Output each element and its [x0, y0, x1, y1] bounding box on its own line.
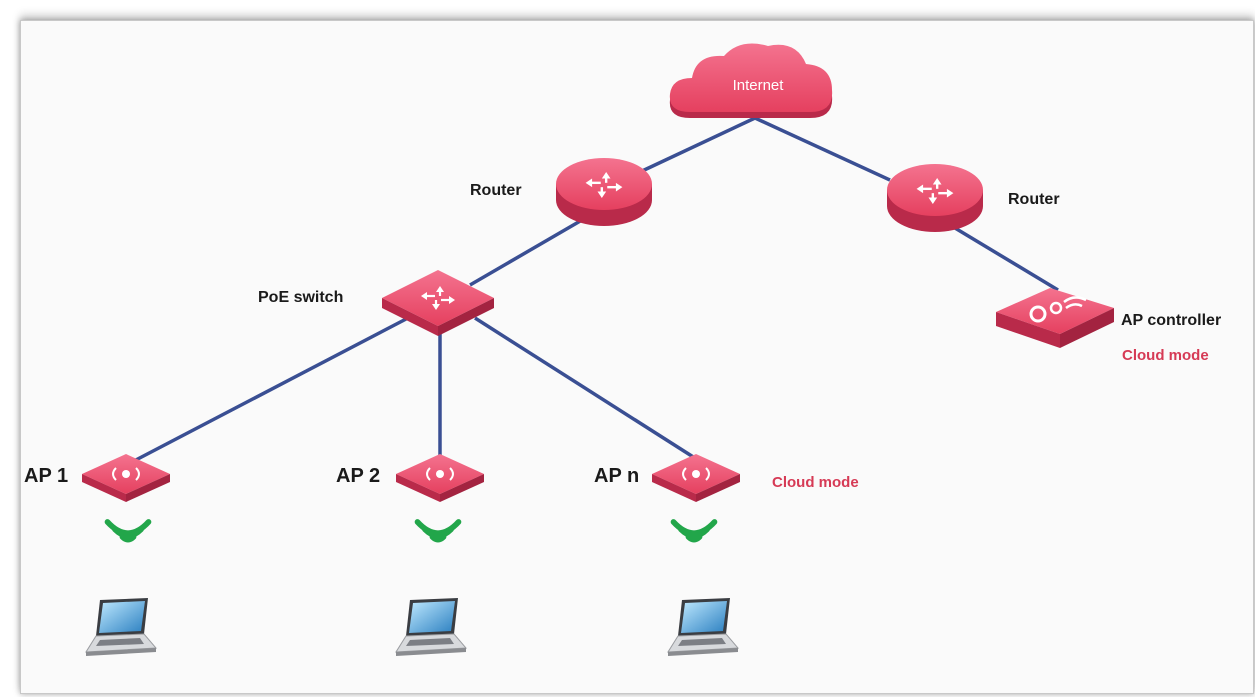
- internet-label: Internet: [733, 77, 785, 94]
- wireless-icon: [1063, 296, 1087, 304]
- link-switch-apn: [474, 316, 699, 462]
- router-left-label: Router: [470, 182, 522, 199]
- router-left: [556, 158, 652, 226]
- ap1-label: AP 1: [24, 465, 68, 487]
- gear-icon: [1029, 305, 1047, 323]
- internet-cloud: Internet: [669, 43, 833, 118]
- diagram-frame: [20, 20, 1254, 694]
- poe-switch-label: PoE switch: [258, 289, 343, 306]
- wifi-icon-apn: [673, 522, 714, 540]
- link-internet-router-right: [754, 116, 891, 182]
- link-router-left-switch: [469, 218, 583, 287]
- wifi-icon-ap2: [417, 522, 458, 540]
- laptop-icon-2: [395, 597, 467, 657]
- ap1-device: [82, 454, 170, 502]
- laptop-icon-n: [667, 597, 739, 657]
- ap-mode-label: Cloud mode: [772, 474, 859, 491]
- ap2-label: AP 2: [336, 465, 380, 487]
- apn-device: [652, 454, 740, 502]
- link-switch-ap1: [131, 316, 409, 464]
- ap2-device: [396, 454, 484, 502]
- network-links: [131, 116, 1059, 464]
- router-right: [887, 164, 983, 232]
- apn-label: AP n: [594, 465, 639, 487]
- link-internet-router-left: [639, 116, 756, 174]
- wifi-icon-ap1: [107, 522, 148, 540]
- poe-switch: [382, 270, 494, 336]
- ap-controller-label: AP controller: [1121, 312, 1221, 329]
- ap-controller-mode: Cloud mode: [1122, 347, 1209, 364]
- router-right-label: Router: [1008, 191, 1060, 208]
- ap-controller: [996, 288, 1114, 348]
- link-router-right-controller: [944, 220, 1059, 292]
- laptop-icon-1: [85, 597, 157, 657]
